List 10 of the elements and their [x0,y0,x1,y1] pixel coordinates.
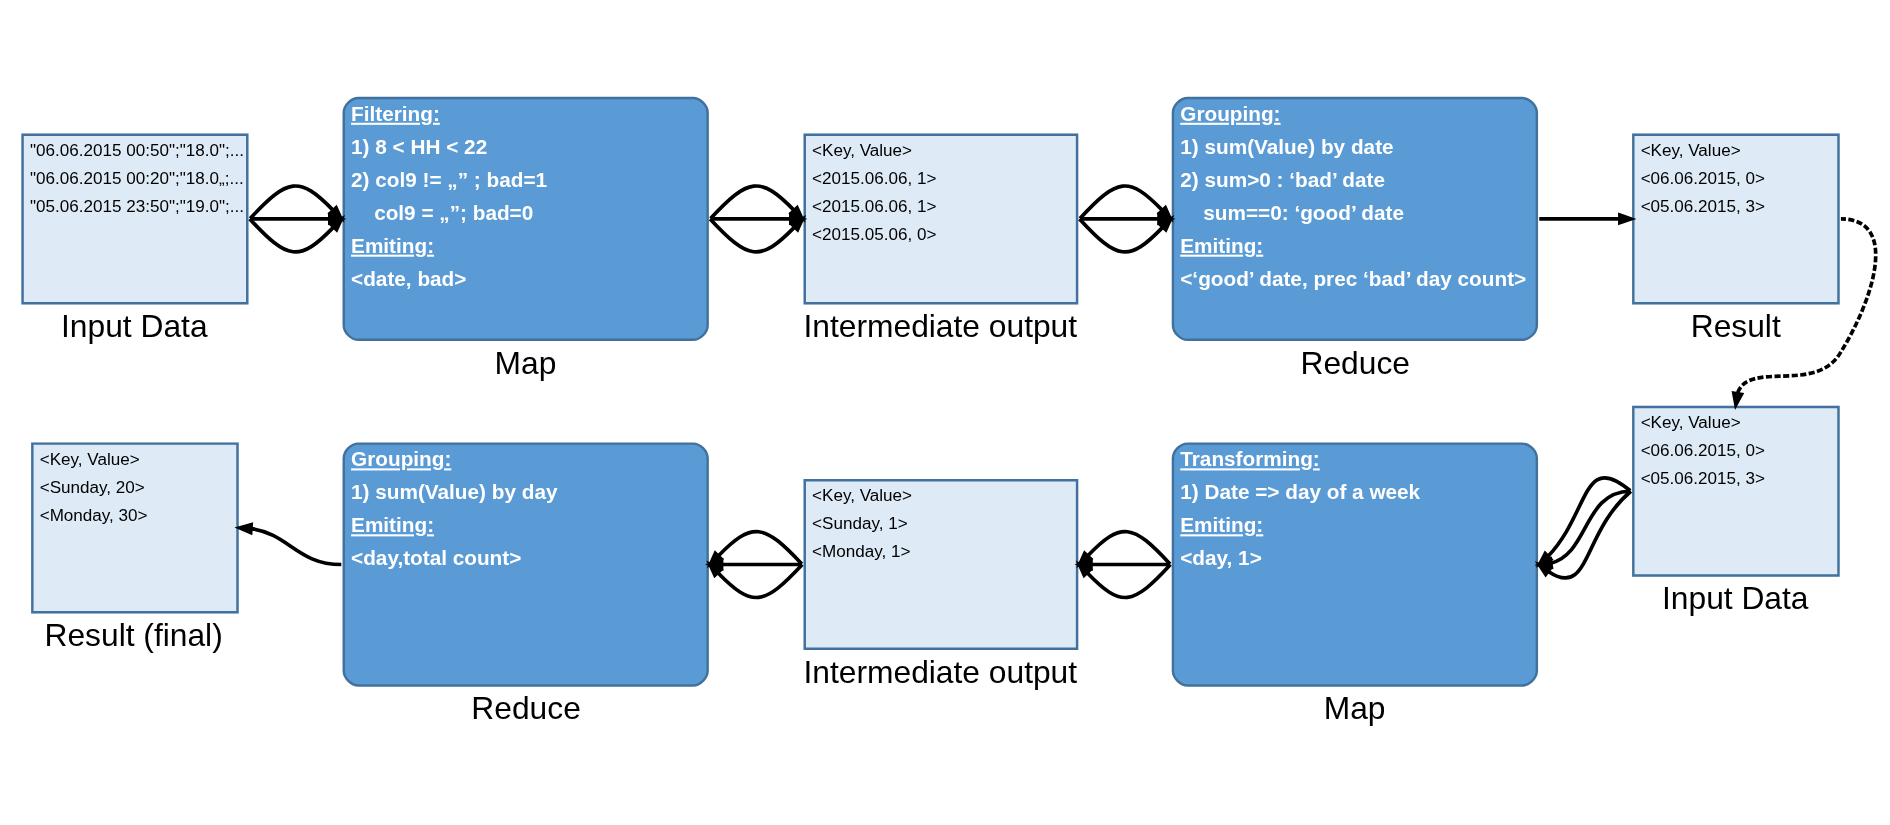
node-label: Reduce [1300,344,1410,381]
node-label: Map [494,344,557,381]
node-label: Input Data [1662,580,1809,617]
node-label: Input Data [61,308,208,345]
node-label: Map [1323,690,1386,727]
node-label: Result [1690,308,1781,345]
node-label: Result (final) [44,617,223,654]
node-label: Intermediate output [803,308,1078,345]
node-label: Reduce [471,690,581,727]
node-label: Intermediate output [803,653,1078,690]
